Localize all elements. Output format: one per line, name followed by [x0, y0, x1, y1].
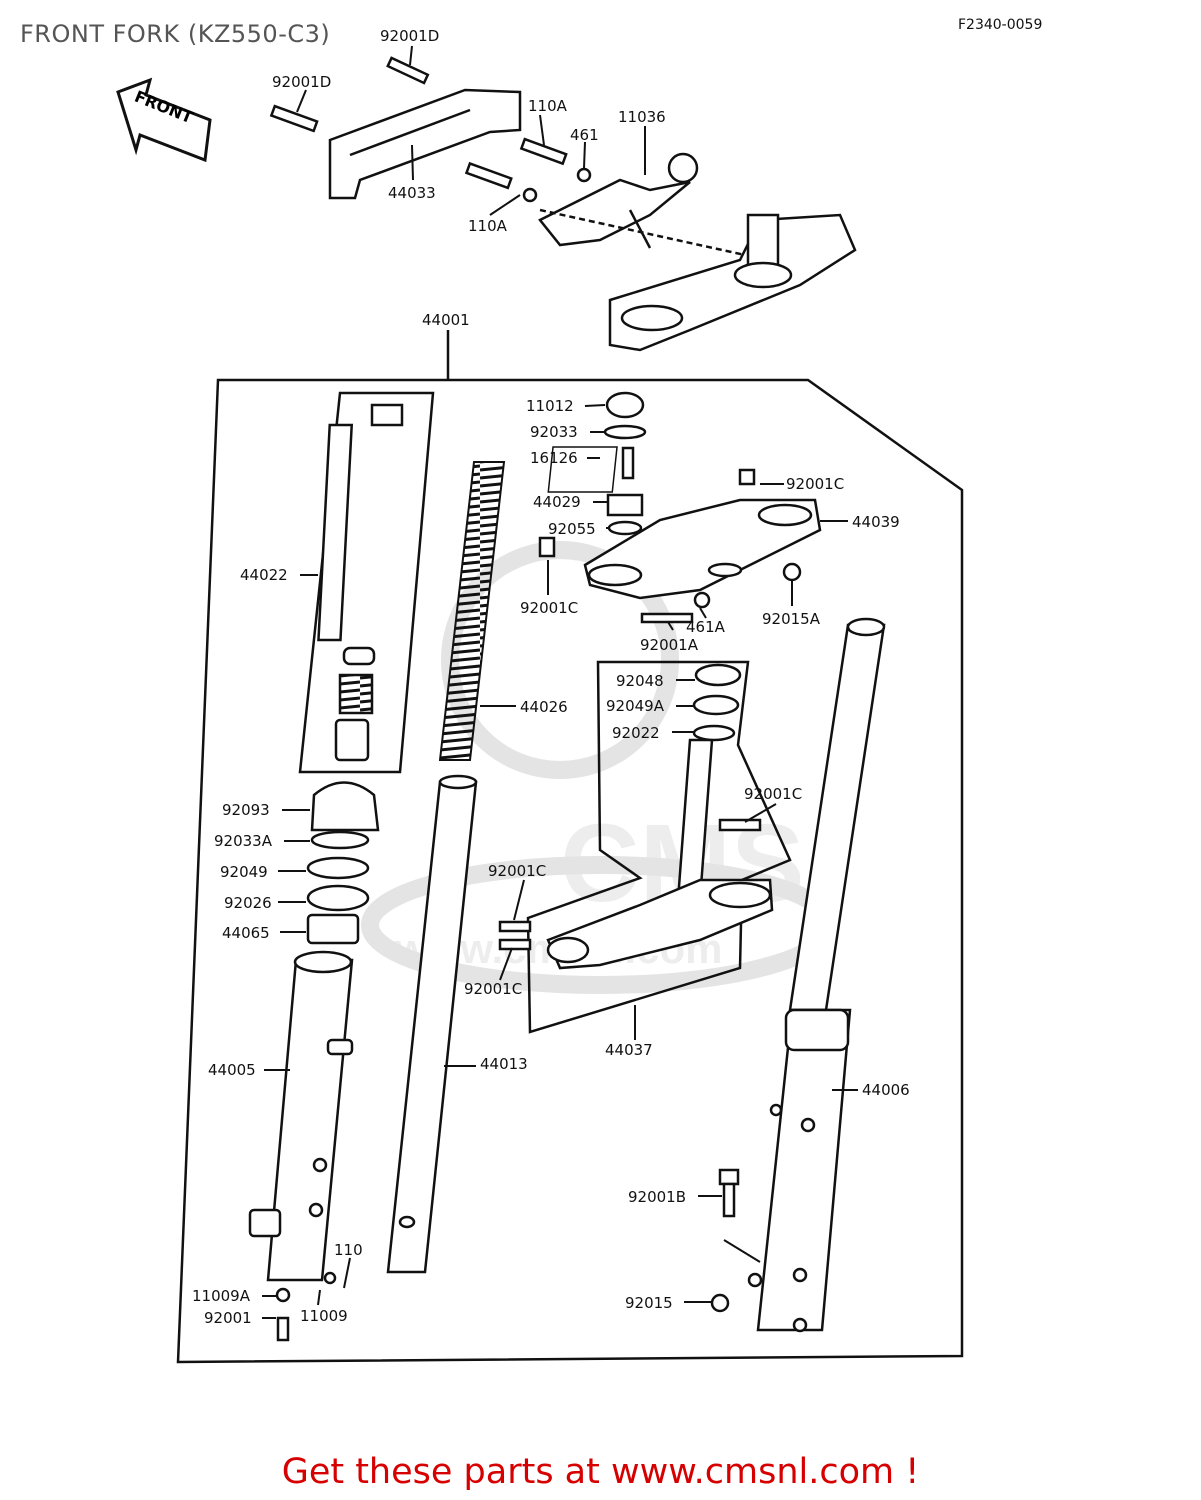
- part-label: 44026: [520, 698, 568, 716]
- part-label: 92001: [204, 1309, 252, 1327]
- part-label: 44037: [605, 1041, 653, 1059]
- part-label: 92015A: [762, 610, 820, 628]
- part-label: 11036: [618, 108, 666, 126]
- part-label: 92049A: [606, 697, 664, 715]
- damper-rod-kit-44022: [298, 391, 435, 774]
- part-label: 44001: [422, 311, 470, 329]
- part-label: 92001C: [488, 862, 547, 880]
- part-label: 44039: [852, 513, 900, 531]
- part-label: 44013: [480, 1055, 528, 1073]
- part-label: 461A: [686, 618, 725, 636]
- part-label: 92001C: [520, 599, 579, 617]
- part-label: 92001D: [380, 27, 440, 45]
- upper-triple-clamp-top-view: [539, 208, 857, 352]
- part-label: 92049: [220, 863, 268, 881]
- inner-tube-44013: [386, 774, 478, 1274]
- handlebar-bracket-44033: [269, 56, 522, 200]
- part-label: 11012: [526, 397, 574, 415]
- part-label: 11009A: [192, 1287, 250, 1305]
- fork-spring-44026: [438, 461, 506, 761]
- part-label: 92048: [616, 672, 664, 690]
- leader-lines: [262, 45, 858, 1319]
- upper-clamp-44039: [538, 391, 822, 624]
- part-label: 92015: [625, 1294, 673, 1312]
- lower-clamp-kit-44037: [498, 660, 792, 1034]
- part-label: 92055: [548, 520, 596, 538]
- part-label: 44022: [240, 566, 288, 584]
- outer-tube-left-44005: [248, 950, 354, 1342]
- bracket-11036: [464, 137, 699, 249]
- seal-stack: [306, 781, 380, 945]
- part-label: 92001C: [786, 475, 845, 493]
- diagram-reference-code: F2340-0059: [958, 17, 1043, 33]
- part-label: 92001C: [464, 980, 523, 998]
- part-label: 92001C: [744, 785, 803, 803]
- part-label: 44065: [222, 924, 270, 942]
- part-label: 92093: [222, 801, 270, 819]
- part-label: 92001B: [628, 1188, 687, 1206]
- promo-link-text[interactable]: Get these parts at www.cmsnl.com !: [281, 1452, 920, 1492]
- front-direction-arrow: FRONT: [116, 77, 212, 163]
- part-label: 44005: [208, 1061, 256, 1079]
- part-label: 44029: [533, 493, 581, 511]
- part-label: 92001D: [272, 73, 332, 91]
- part-label: 92001A: [640, 636, 698, 654]
- part-label: 92022: [612, 724, 660, 742]
- part-label: 44006: [862, 1081, 910, 1099]
- part-label: 110: [334, 1241, 363, 1259]
- part-label: 110A: [468, 217, 507, 235]
- part-label: 461: [570, 126, 599, 144]
- diagram-title: FRONT FORK (KZ550-C3): [20, 20, 331, 48]
- part-label: 92033A: [214, 832, 272, 850]
- outer-tube-right-44006: [710, 617, 886, 1333]
- part-label: 92026: [224, 894, 272, 912]
- part-label: 11009: [300, 1307, 348, 1325]
- part-label: 44033: [388, 184, 436, 202]
- part-label: 16126: [530, 449, 578, 467]
- part-label: 92033: [530, 423, 578, 441]
- part-label: 110A: [528, 97, 567, 115]
